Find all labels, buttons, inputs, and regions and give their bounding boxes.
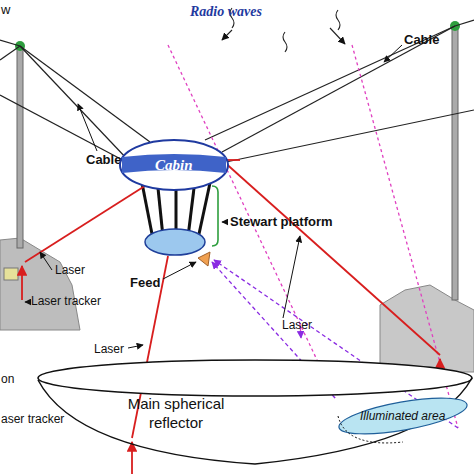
node-text: Illuminated area	[360, 409, 445, 423]
part-label: Feed	[130, 275, 160, 290]
part-label: Stewart platform	[230, 214, 333, 229]
cabin-ellipse: Cabin	[118, 138, 230, 192]
part-label: Laser	[55, 263, 85, 278]
ground-hills	[0, 238, 474, 372]
part-label: aser tracker	[1, 412, 64, 427]
part-label: on	[1, 372, 14, 387]
part-label: Laser tracker	[31, 294, 101, 309]
illuminated-area: Illuminated area	[336, 398, 470, 434]
wave-label: Radio waves	[190, 4, 262, 19]
part-label: Cable	[404, 32, 439, 47]
cables	[0, 20, 474, 165]
leader-lines	[25, 45, 434, 372]
support-towers	[15, 21, 460, 300]
reflector-bowl: Main spherical reflector Illuminated area	[36, 356, 474, 468]
node-text: Main spherical reflector	[106, 394, 246, 432]
part-label: Laser	[94, 342, 124, 357]
part-label: Laser	[282, 318, 312, 333]
part-label: w	[1, 2, 10, 17]
stewart-platform	[142, 183, 218, 266]
node-text: Cabin	[155, 157, 193, 174]
part-label: Cable	[86, 152, 121, 167]
